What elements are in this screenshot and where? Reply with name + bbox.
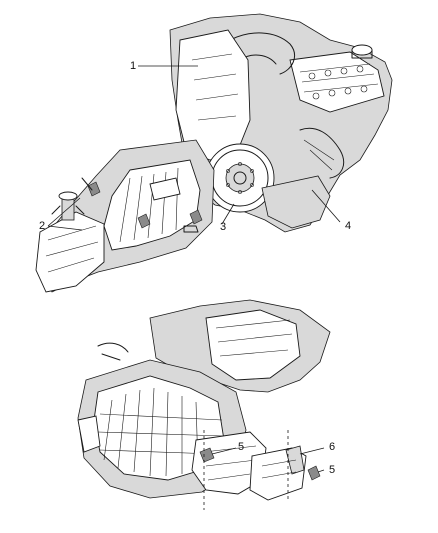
callout-3: 3 bbox=[219, 221, 227, 233]
callout-6: 6 bbox=[328, 441, 336, 453]
callout-2: 2 bbox=[38, 220, 46, 232]
bottom-leader-lines bbox=[211, 447, 325, 473]
callout-5: 5 bbox=[237, 441, 245, 453]
top-leader-lines bbox=[47, 65, 341, 231]
transmission-mount-detail bbox=[77, 299, 331, 510]
callout-1: 1 bbox=[129, 60, 137, 72]
engine-transmission-assembly bbox=[35, 13, 393, 293]
callout-5-secondary: 5 bbox=[328, 464, 336, 476]
callout-4: 4 bbox=[344, 220, 352, 232]
